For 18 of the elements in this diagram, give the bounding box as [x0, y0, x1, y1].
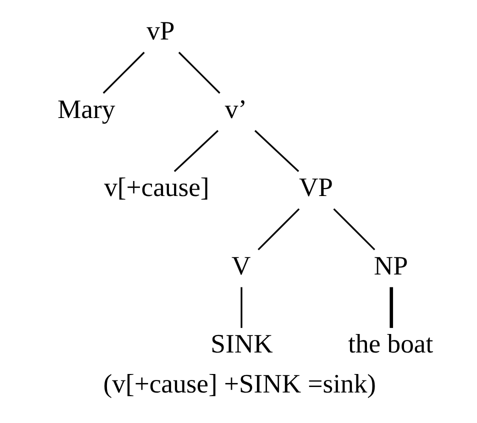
connector: [257, 208, 300, 250]
node-text: NP: [373, 250, 408, 280]
connector: [240, 287, 242, 328]
node-text: Mary: [56, 94, 115, 124]
connector: [389, 287, 393, 328]
connector: [178, 52, 220, 94]
connector: [254, 130, 299, 172]
connector: [102, 52, 144, 94]
node-text: v[+cause]: [104, 172, 209, 202]
node-text: vP: [146, 16, 174, 46]
node-text: v’: [224, 94, 247, 124]
node-text: V: [231, 250, 250, 280]
node-text: VP: [298, 172, 332, 202]
caption: (v[+cause] +SINK =sink): [102, 368, 376, 399]
node-text: SINK: [210, 328, 272, 359]
connector: [332, 208, 375, 250]
connector: [173, 130, 218, 172]
node-text: the boat: [348, 328, 433, 359]
